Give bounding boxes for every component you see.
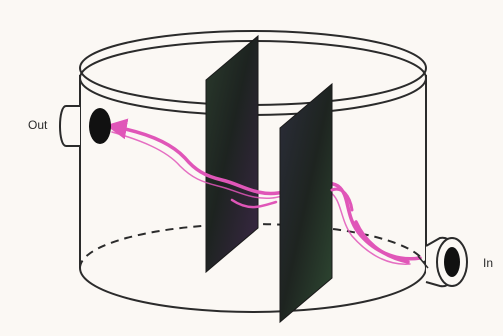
outlet-label: Out xyxy=(28,118,48,132)
membrane-panel-front xyxy=(280,84,332,322)
inlet-label: In xyxy=(483,256,493,270)
flow-path-front xyxy=(332,189,408,262)
flow-path xyxy=(110,126,420,264)
tank-bottom xyxy=(80,224,426,312)
outlet-port-icon xyxy=(60,106,111,146)
membrane-panel-back xyxy=(206,36,258,272)
